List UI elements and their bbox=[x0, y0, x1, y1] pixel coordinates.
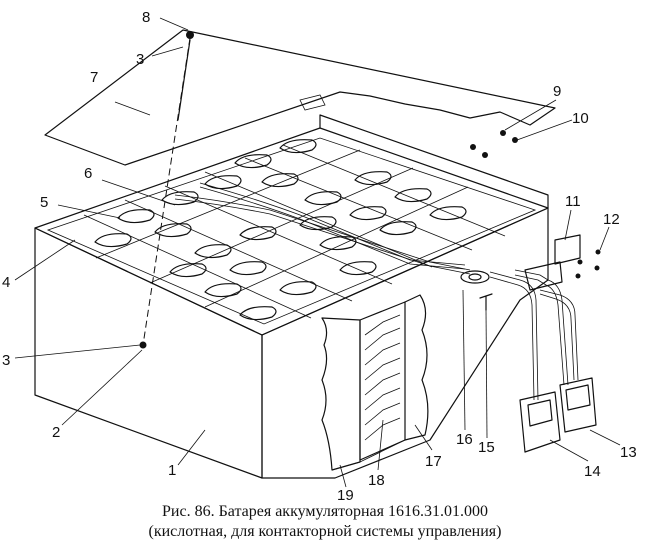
plate-frame-18 bbox=[359, 301, 406, 461]
callout-3-top: 3 bbox=[136, 51, 144, 68]
callout-15: 15 bbox=[478, 439, 495, 456]
lid-hinge-left bbox=[299, 94, 326, 111]
terminal-16 bbox=[460, 270, 490, 284]
callout-9: 9 bbox=[553, 83, 561, 100]
figure-caption-line-1: Рис. 86. Батарея аккумуляторная 1616.31.… bbox=[162, 503, 488, 520]
box-inner-rim bbox=[46, 137, 537, 325]
connector-13 bbox=[559, 377, 597, 433]
callout-1: 1 bbox=[168, 462, 176, 479]
leader-lines bbox=[14, 17, 621, 488]
separator-17 bbox=[404, 294, 429, 441]
washer-9 bbox=[500, 130, 506, 136]
box-right-face bbox=[261, 207, 549, 479]
callout-7: 7 bbox=[90, 69, 98, 86]
box-front-face bbox=[34, 227, 263, 479]
callout-11: 11 bbox=[565, 193, 581, 210]
callout-17: 17 bbox=[425, 453, 442, 470]
callout-5: 5 bbox=[40, 194, 48, 211]
callout-6: 6 bbox=[84, 165, 92, 182]
tie-rod-axis bbox=[142, 37, 191, 346]
callout-19: 19 bbox=[337, 487, 354, 500]
callout-18: 18 bbox=[368, 472, 385, 489]
callout-12: 12 bbox=[603, 211, 620, 228]
bolt-12 bbox=[595, 249, 601, 255]
callout-3-bottom: 3 bbox=[2, 352, 10, 369]
tie-rod bbox=[177, 39, 191, 121]
internal-cables bbox=[174, 182, 471, 275]
callout-8: 8 bbox=[142, 9, 150, 26]
callout-2: 2 bbox=[52, 424, 60, 441]
case-section-19 bbox=[331, 439, 406, 471]
figure-caption-line-2: (кислотная, для контакторной системы упр… bbox=[148, 523, 502, 540]
bracket-11 bbox=[554, 234, 581, 265]
terminal-pin-15 bbox=[479, 293, 493, 311]
callout-10: 10 bbox=[572, 110, 589, 127]
callout-14: 14 bbox=[584, 463, 601, 480]
battery-diagram: 8 3 7 6 5 4 3 2 1 9 10 11 12 13 14 15 16… bbox=[2, 9, 637, 500]
output-cables bbox=[489, 269, 579, 401]
nut-2 bbox=[139, 341, 147, 349]
lid-panel bbox=[44, 29, 556, 166]
callout-numbers: 8 3 7 6 5 4 3 2 1 9 10 11 12 13 14 15 16… bbox=[2, 9, 637, 500]
connector-14 bbox=[519, 391, 561, 453]
box-top-edge bbox=[319, 114, 549, 209]
plate-chevrons bbox=[364, 314, 401, 441]
callout-16: 16 bbox=[456, 431, 473, 448]
cutaway-outline bbox=[321, 317, 361, 471]
bolt-8 bbox=[186, 31, 194, 39]
nut-10 bbox=[512, 137, 518, 143]
callout-13: 13 bbox=[620, 444, 637, 461]
bracket-plate bbox=[524, 261, 563, 291]
box-top-rim bbox=[34, 127, 549, 336]
callout-4: 4 bbox=[2, 274, 10, 291]
